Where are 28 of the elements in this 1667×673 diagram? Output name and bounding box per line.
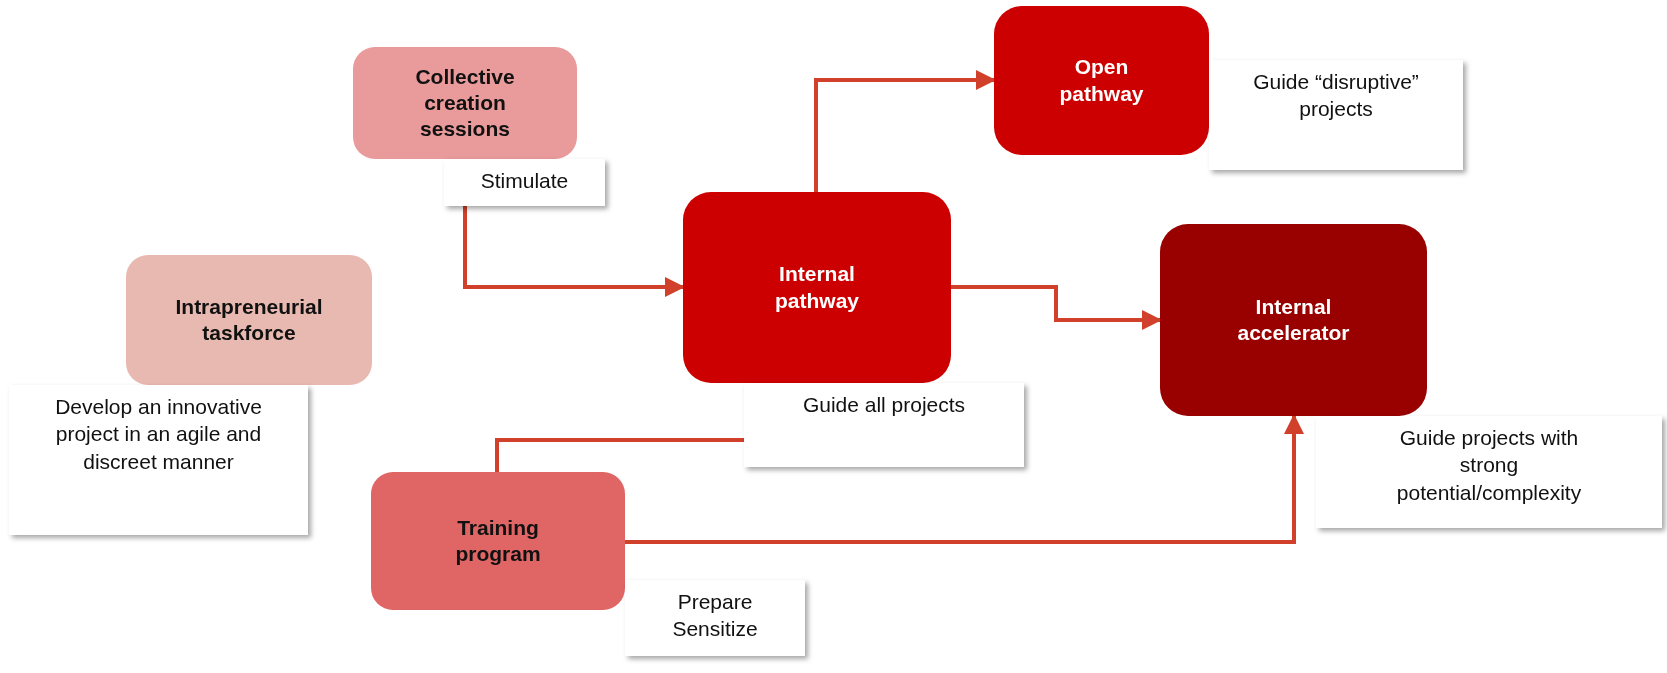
note-card: [1316, 416, 1662, 528]
note-text: Develop an innovative project in an agile and discreet manner: [54, 394, 263, 475]
note-text: Stimulate: [480, 168, 569, 194]
box-label: Internal pathway: [774, 261, 860, 314]
connector-arrow: [463, 206, 685, 297]
box-label: Intrapreneurial taskforce: [174, 293, 324, 346]
process-box: [683, 192, 951, 383]
connector-arrow: [951, 285, 1162, 330]
box-label: Training program: [454, 514, 542, 567]
note-card: [1209, 60, 1463, 170]
connector-arrow: [625, 414, 1304, 544]
process-box: [126, 255, 372, 385]
box-label: Collective creation sessions: [414, 63, 516, 143]
process-box: [353, 47, 577, 159]
process-box: [371, 472, 625, 610]
box-label: Open pathway: [1058, 54, 1145, 107]
note-text: Guide all projects: [802, 392, 966, 418]
connector-arrow: [814, 70, 996, 192]
note-text: Guide projects with strong potential/complexity: [1395, 425, 1583, 506]
note-text: Prepare Sensitize: [671, 589, 759, 643]
note-card: [625, 580, 805, 656]
note-card: [9, 385, 308, 535]
note-card: [444, 159, 605, 206]
process-box: [1160, 224, 1427, 416]
process-box: [994, 6, 1209, 155]
note-card: [744, 383, 1024, 467]
note-text: Guide “disruptive” projects: [1252, 69, 1420, 123]
box-label: Internal accelerator: [1236, 293, 1351, 346]
